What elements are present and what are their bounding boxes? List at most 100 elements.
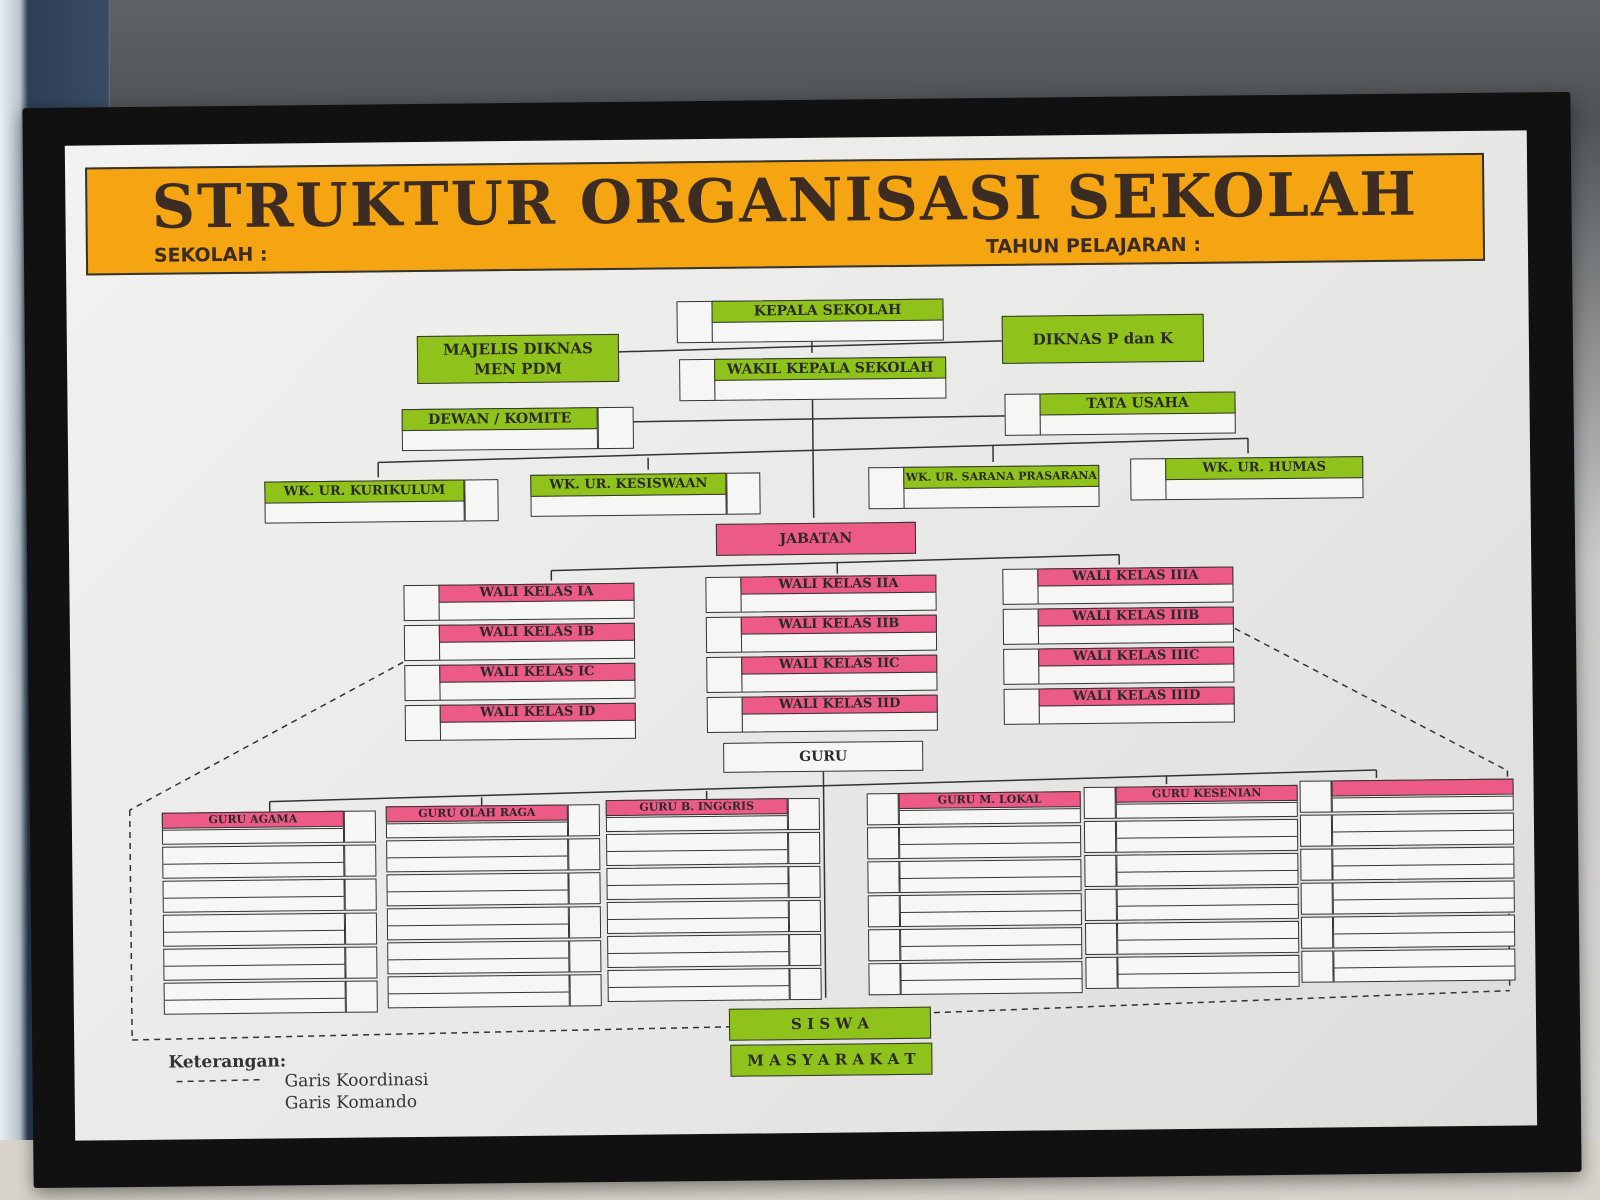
- row-divider: [163, 861, 344, 865]
- guru-row: [162, 844, 345, 879]
- row-divider: [1118, 937, 1299, 941]
- row-divider: [163, 895, 344, 899]
- guru-row: [163, 946, 346, 981]
- legend-title: Keterangan:: [168, 1051, 287, 1073]
- row-divider: [607, 849, 788, 853]
- photo-slot: [1084, 922, 1118, 956]
- wali-kelas-label: WALI KELAS IIB: [740, 614, 937, 635]
- row-divider: [901, 978, 1082, 981]
- photo-slot: [1301, 950, 1334, 983]
- photo-slot: [1002, 608, 1040, 645]
- wali-kelas-label: WALI KELAS IA: [438, 582, 635, 603]
- row-divider: [900, 876, 1081, 879]
- row-divider: [1118, 971, 1299, 975]
- siswa-box: S I S W A: [728, 1006, 932, 1041]
- wk-ur-sarana-prasarana-label: WK. UR. SARANA PRASARANA: [903, 464, 1100, 489]
- title-banner: STRUKTUR ORGANISASI SEKOLAH SEKOLAH : TA…: [85, 152, 1486, 276]
- guru-group-label: [1331, 778, 1514, 797]
- row-divider: [387, 889, 568, 893]
- photo-slot: [568, 872, 601, 905]
- guru-group-label: GURU OLAH RAGA: [385, 804, 568, 823]
- photo-slot: [568, 906, 602, 939]
- row-divider: [1117, 835, 1298, 839]
- photo-slot: [868, 466, 905, 510]
- wali-kelas-label: WALI KELAS IIIB: [1037, 606, 1234, 627]
- guru-row: [898, 825, 1082, 859]
- photo-slot: [568, 838, 601, 871]
- photo-slot: [404, 704, 442, 742]
- row-divider: [1334, 965, 1515, 969]
- guru-row: [607, 968, 790, 1003]
- photo-slot: [1300, 916, 1334, 949]
- photo-slot: [706, 656, 743, 694]
- photo-slot: [464, 479, 499, 522]
- wali-kelas-label: WALI KELAS IID: [741, 694, 938, 715]
- photo-slot: [787, 797, 820, 831]
- row-divider: [1333, 829, 1514, 833]
- photo-slot: [788, 831, 821, 865]
- guru-row: [1332, 880, 1515, 915]
- photo-slot: [1003, 648, 1040, 685]
- guru-row: [387, 974, 570, 1009]
- photo-slot: [789, 967, 822, 1001]
- jabatan-box: JABATAN: [715, 521, 917, 556]
- guru-row: [162, 912, 346, 947]
- wk-ur-humas-label: WK. UR. HUMAS: [1165, 456, 1364, 481]
- guru-row: [1333, 948, 1516, 983]
- guru-row: [1116, 852, 1299, 887]
- photo-slot: [867, 860, 900, 894]
- photo-slot: [1085, 956, 1118, 990]
- row-divider: [388, 991, 569, 995]
- photo-slot: [344, 912, 378, 945]
- photo-slot: [867, 894, 901, 928]
- guru-row: [1331, 812, 1515, 847]
- photo-slot: [1083, 820, 1117, 854]
- legend-komando: Garis Komando: [284, 1092, 418, 1114]
- photo-slot: [706, 696, 743, 734]
- wali-kelas-label: WALI KELAS IC: [439, 662, 636, 683]
- row-divider: [900, 910, 1081, 913]
- photo-slot: [705, 576, 742, 614]
- row-divider: [387, 855, 568, 859]
- wakil-kepala-sekolah-label: WAKIL KEPALA SEKOLAH: [714, 356, 947, 381]
- photo-slot: [679, 358, 716, 402]
- photo-slot: [788, 899, 822, 933]
- photo-slot: [569, 974, 602, 1007]
- photo-slot: [404, 664, 441, 702]
- tahun-pelajaran-label: TAHUN PELAJARAN :: [985, 233, 1201, 259]
- wk-ur-kesiswaan-label: WK. UR. KESISWAAN: [530, 472, 727, 497]
- row-divider: [1117, 903, 1298, 907]
- picture-frame: STRUKTUR ORGANISASI SEKOLAH SEKOLAH : TA…: [22, 91, 1582, 1189]
- photo-slot: [1083, 786, 1116, 820]
- row-divider: [607, 917, 788, 921]
- photo-slot: [868, 928, 901, 962]
- row-divider: [1333, 897, 1514, 901]
- wali-kelas-label: WALI KELAS IIC: [741, 654, 938, 675]
- photo-slot: [403, 584, 440, 622]
- photo-slot: [1299, 814, 1333, 847]
- row-divider: [1117, 869, 1298, 873]
- row-divider: [608, 951, 789, 955]
- row-divider: [164, 929, 345, 933]
- guru-row: [899, 893, 1083, 927]
- photo-slot: [726, 472, 761, 515]
- row-divider: [900, 842, 1081, 845]
- photo-slot: [567, 804, 601, 837]
- tata-usaha-label: TATA USAHA: [1039, 391, 1236, 416]
- photo-slot: [344, 844, 377, 877]
- wali-kelas-label: WALI KELAS IIIC: [1038, 646, 1235, 667]
- photo-slot: [1300, 882, 1333, 915]
- majelis-line2: MEN PDM: [474, 359, 563, 379]
- photo-slot: [569, 940, 602, 973]
- photo-slot: [705, 616, 743, 654]
- row-divider: [608, 985, 789, 989]
- guru-group-label: GURU M. LOKAL: [898, 791, 1081, 809]
- guru-group-label: GURU KESENIAN: [1115, 784, 1298, 803]
- guru-row: [386, 838, 569, 873]
- photo-slot: [1300, 848, 1333, 881]
- guru-row: [163, 980, 346, 1015]
- guru-row: [1332, 846, 1515, 881]
- guru-row: [386, 906, 570, 941]
- dewan-komite-label: DEWAN / KOMITE: [401, 407, 598, 432]
- guru-row: [900, 927, 1083, 961]
